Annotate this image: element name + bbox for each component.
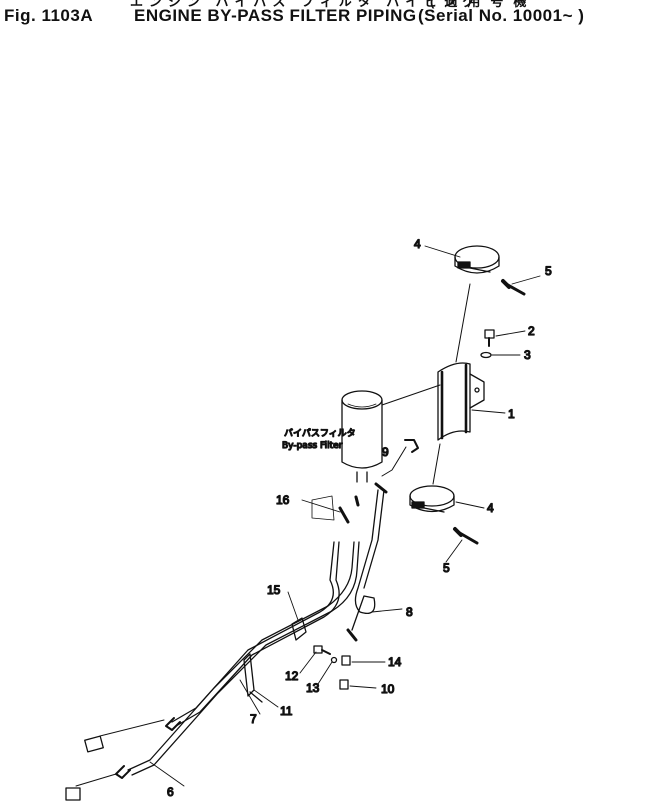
japanese-title: エンジン バイパス フィルタ パイピング — [130, 0, 482, 9]
leader-lines — [149, 245, 541, 787]
callout-13: 13 — [306, 681, 320, 695]
callout-3: 3 — [524, 348, 531, 362]
bracket-washer — [480, 351, 492, 359]
fitting-12 — [313, 645, 331, 655]
bypass-filter — [341, 384, 441, 483]
bracket-bolt — [484, 329, 495, 347]
filter-label-en: By-pass Filter — [282, 441, 343, 451]
callout-5-upper: 5 — [545, 264, 552, 278]
figure-header: エンジン バイパス フィルタ パイピング (適用号機 Fig. 1103A EN… — [0, 0, 670, 40]
figure-title: ENGINE BY-PASS FILTER PIPING — [134, 6, 417, 25]
lower-clamp-bolt — [453, 527, 479, 545]
hose-clamp-15 — [291, 617, 307, 641]
fitting-13 — [330, 656, 338, 664]
callout-12: 12 — [285, 669, 299, 683]
callout-16: 16 — [276, 493, 290, 507]
callout-4-lower: 4 — [487, 501, 494, 515]
connector-fitting — [311, 495, 360, 524]
filter-bracket — [437, 362, 485, 441]
figure-number: Fig. 1103A — [4, 6, 94, 25]
filter-label-jp: バイパスフィルタ — [284, 428, 356, 439]
hose-8 — [346, 482, 388, 642]
callout-9: 9 — [382, 445, 389, 459]
hose-7 — [84, 541, 340, 753]
lower-band-clamp — [409, 485, 455, 513]
callout-15: 15 — [267, 583, 281, 597]
callout-7: 7 — [250, 712, 257, 726]
filter-elbow-fitting — [381, 439, 419, 477]
callout-11: 11 — [280, 704, 293, 718]
fitting-14 — [341, 655, 351, 666]
callout-14: 14 — [388, 655, 402, 669]
serial-range: (Serial No. 10001~ ) — [418, 6, 585, 25]
japanese-serial: (適用号機 — [430, 0, 537, 9]
callout-8: 8 — [406, 605, 413, 619]
upper-band-clamp — [454, 245, 500, 274]
callout-5-lower: 5 — [443, 561, 450, 575]
callout-4-upper: 4 — [414, 237, 421, 251]
callout-2: 2 — [528, 324, 535, 338]
fitting-10 — [339, 679, 349, 690]
callout-1: 1 — [508, 407, 515, 421]
upper-clamp-bolt — [501, 279, 526, 296]
callout-6: 6 — [167, 785, 174, 799]
hose-6 — [65, 541, 360, 801]
callout-10: 10 — [381, 682, 395, 696]
